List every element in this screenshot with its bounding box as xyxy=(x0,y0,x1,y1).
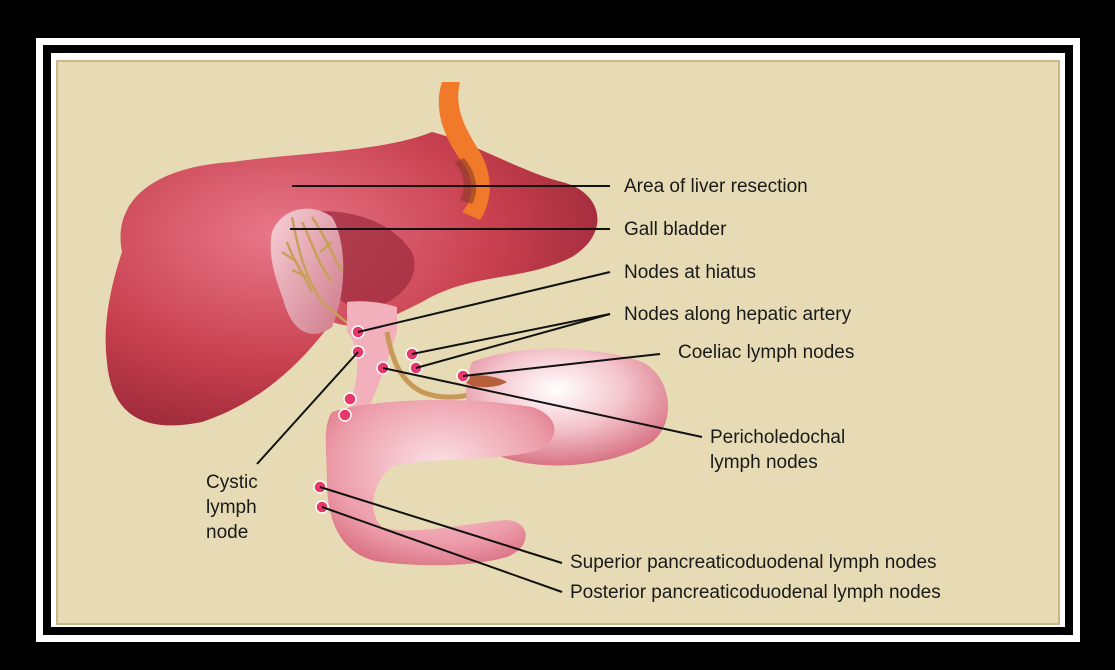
label-pericholedochal-1: Pericholedochal xyxy=(710,427,845,449)
label-nodes-hepatic: Nodes along hepatic artery xyxy=(624,304,851,326)
label-liver-resection: Area of liver resection xyxy=(624,176,808,198)
duodenum-shape xyxy=(326,400,555,565)
label-cystic-3: node xyxy=(206,522,248,544)
label-gall-bladder: Gall bladder xyxy=(624,219,726,241)
label-coeliac: Coeliac lymph nodes xyxy=(678,342,854,364)
label-cystic-2: lymph xyxy=(206,497,257,519)
diagram-panel: Area of liver resection Gall bladder Nod… xyxy=(56,60,1060,625)
label-cystic-1: Cystic xyxy=(206,472,258,494)
label-posterior: Posterior pancreaticoduodenal lymph node… xyxy=(570,582,941,604)
label-nodes-hiatus: Nodes at hiatus xyxy=(624,262,756,284)
leader-hepatic-1 xyxy=(412,314,610,354)
label-superior: Superior pancreaticoduodenal lymph nodes xyxy=(570,552,937,574)
node-cystic-2 xyxy=(344,393,356,405)
label-pericholedochal-2: lymph nodes xyxy=(710,452,818,474)
node-cystic-3 xyxy=(339,409,351,421)
